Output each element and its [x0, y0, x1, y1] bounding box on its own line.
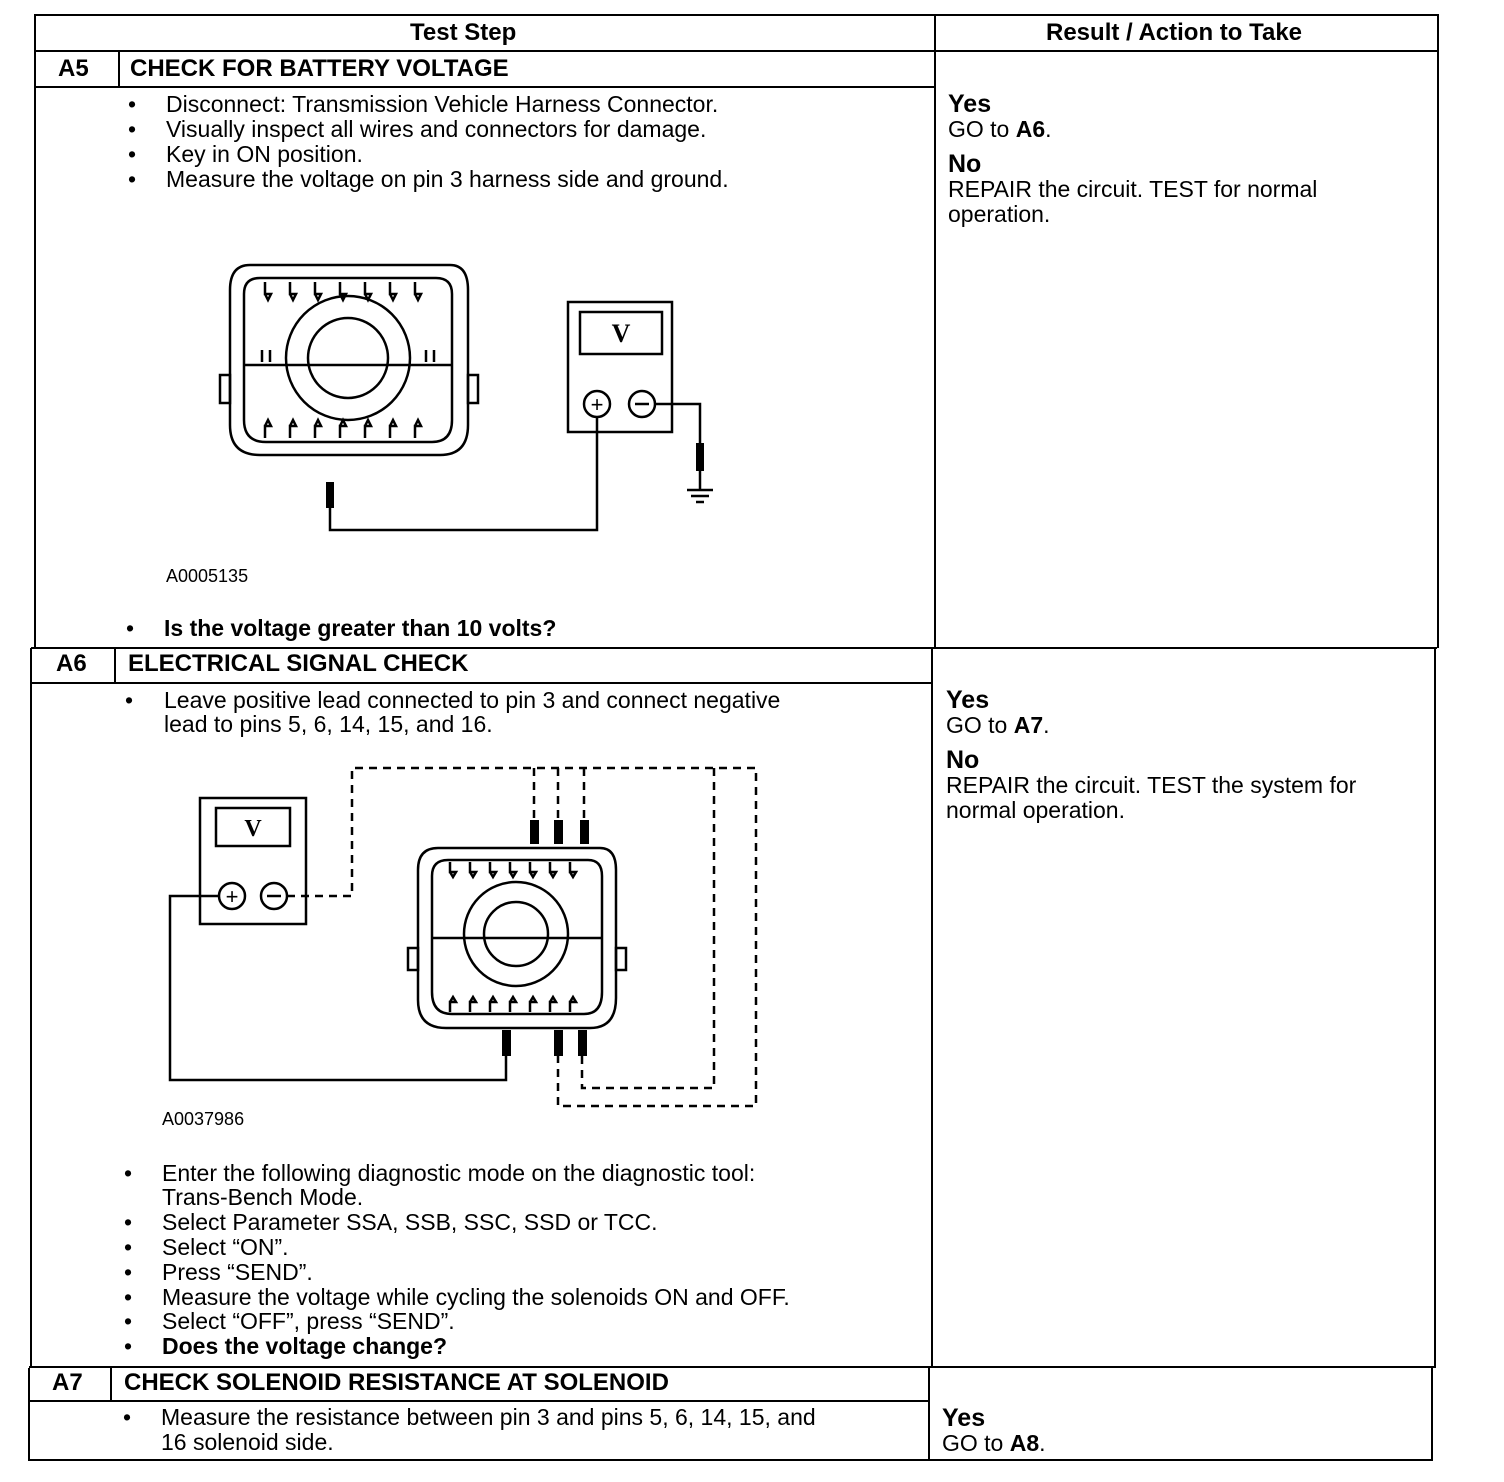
svg-text:+: +	[226, 884, 239, 909]
bullet: •	[124, 1308, 133, 1334]
a6-wiring-diagram: V +	[168, 766, 758, 1108]
a6-bullet-text: Press “SEND”.	[162, 1259, 313, 1285]
header-bottom-line	[34, 50, 1438, 52]
table-border-bottom	[28, 1459, 1433, 1461]
bullet: •	[124, 1209, 133, 1235]
a6-bullet-text: Select Parameter SSA, SSB, SSC, SSD or T…	[162, 1209, 658, 1235]
step-code-a6: A6	[56, 650, 87, 677]
column-header-test-step: Test Step	[410, 19, 517, 46]
bullet: •	[128, 91, 137, 117]
test-lead	[328, 402, 702, 532]
a5-question: Is the voltage greater than 10 volts?	[164, 615, 557, 641]
step-code-a7: A7	[52, 1369, 83, 1396]
result-yes-action: GO to A7.	[946, 712, 1050, 738]
probe-icon	[580, 820, 589, 844]
a6-intro-text: lead to pins 5, 6, 14, 15, and 16.	[164, 711, 493, 737]
bullet: •	[124, 1284, 133, 1310]
result-no-label: No	[946, 746, 980, 774]
a6-question: Does the voltage change?	[162, 1333, 448, 1359]
bullet: •	[124, 1234, 133, 1260]
a6-bullet-text: Select “ON”.	[162, 1234, 289, 1260]
result-yes-action: GO to A8.	[942, 1430, 1046, 1456]
voltmeter-icon: V +	[566, 300, 674, 434]
a7-bullet-text: 16 solenoid side.	[161, 1429, 334, 1455]
test-lead	[168, 894, 508, 1082]
bullet: •	[128, 166, 137, 192]
probe-icon	[554, 820, 563, 844]
a6-bullet-text: Measure the voltage while cycling the so…	[162, 1284, 790, 1310]
a5-title-bottom-line	[34, 86, 935, 88]
result-no-action: normal operation.	[946, 797, 1125, 823]
a6-bullet-text: Select “OFF”, press “SEND”.	[162, 1308, 455, 1334]
figure-id: A0037986	[162, 1109, 245, 1129]
a6-title-bottom-line	[31, 682, 932, 684]
step-title-a5: CHECK FOR BATTERY VOLTAGE	[130, 55, 509, 82]
result-yes-action: GO to A6.	[948, 116, 1052, 142]
step-code-a5: A5	[58, 55, 89, 82]
bullet: •	[124, 1259, 133, 1285]
result-yes-label: Yes	[948, 90, 992, 118]
step-title-a7: CHECK SOLENOID RESISTANCE AT SOLENOID	[124, 1369, 669, 1396]
result-no-action: REPAIR the circuit. TEST for normal	[948, 176, 1318, 202]
probe-icon	[554, 1030, 563, 1056]
figure-id: A0005135	[166, 566, 249, 586]
svg-text:+: +	[591, 392, 604, 417]
a5-wiring-diagram: V +	[218, 263, 713, 532]
bullet: •	[125, 687, 134, 713]
column-divider	[934, 14, 936, 648]
ground-icon	[687, 471, 713, 504]
table-border-left	[30, 648, 32, 1368]
a5-bullet-text: Measure the voltage on pin 3 harness sid…	[166, 166, 729, 192]
probe-icon	[696, 443, 704, 471]
table-border-right	[1431, 1368, 1433, 1460]
a7-bullet-text: Measure the resistance between pin 3 and…	[161, 1404, 816, 1430]
meter-symbol: V	[244, 816, 262, 842]
table-border-right	[1437, 14, 1439, 648]
result-no-action: REPAIR the circuit. TEST the system for	[946, 772, 1357, 798]
bullet: •	[124, 1160, 133, 1186]
row-divider-a5-a6	[31, 647, 1437, 649]
bullet: •	[128, 141, 137, 167]
table-border-top	[34, 14, 1438, 16]
a6-code-divider	[114, 648, 116, 682]
table-border-left	[28, 1368, 30, 1460]
table-border-right	[1434, 648, 1436, 1368]
a5-bullet-text: Visually inspect all wires and connector…	[166, 116, 707, 142]
table-border-left	[34, 14, 36, 648]
probe-icon	[578, 1030, 587, 1056]
result-no-label: No	[948, 150, 982, 178]
meter-symbol: V	[612, 319, 631, 348]
a6-intro-text: Leave positive lead connected to pin 3 a…	[164, 687, 781, 713]
a5-code-divider	[118, 52, 120, 86]
connector-icon	[406, 846, 628, 1030]
result-yes-label: Yes	[946, 686, 990, 714]
result-yes-label: Yes	[942, 1404, 986, 1432]
column-divider	[931, 648, 933, 1368]
column-header-result: Result / Action to Take	[1046, 19, 1303, 46]
bullet: •	[123, 1404, 132, 1430]
a6-bullet-text: Enter the following diagnostic mode on t…	[162, 1160, 756, 1186]
voltmeter-icon: V +	[198, 796, 308, 926]
bullet: •	[128, 116, 137, 142]
a5-bullet-text: Key in ON position.	[166, 141, 363, 167]
step-title-a6: ELECTRICAL SIGNAL CHECK	[128, 650, 469, 677]
probe-icon	[502, 1030, 511, 1056]
a5-bullet-text: Disconnect: Transmission Vehicle Harness…	[166, 91, 719, 117]
connector-icon	[218, 263, 480, 457]
bullet: •	[126, 615, 135, 641]
column-divider	[928, 1368, 930, 1460]
a6-bullet-text: Trans-Bench Mode.	[162, 1184, 364, 1210]
probe-icon	[530, 820, 539, 844]
a7-title-bottom-line	[29, 1400, 930, 1402]
bullet: •	[124, 1333, 133, 1359]
test-lead-dashed	[287, 766, 758, 1108]
row-divider-a6-a7	[29, 1366, 1435, 1368]
result-no-action: operation.	[948, 201, 1051, 227]
probe-icon	[326, 482, 334, 508]
a7-code-divider	[110, 1368, 112, 1400]
